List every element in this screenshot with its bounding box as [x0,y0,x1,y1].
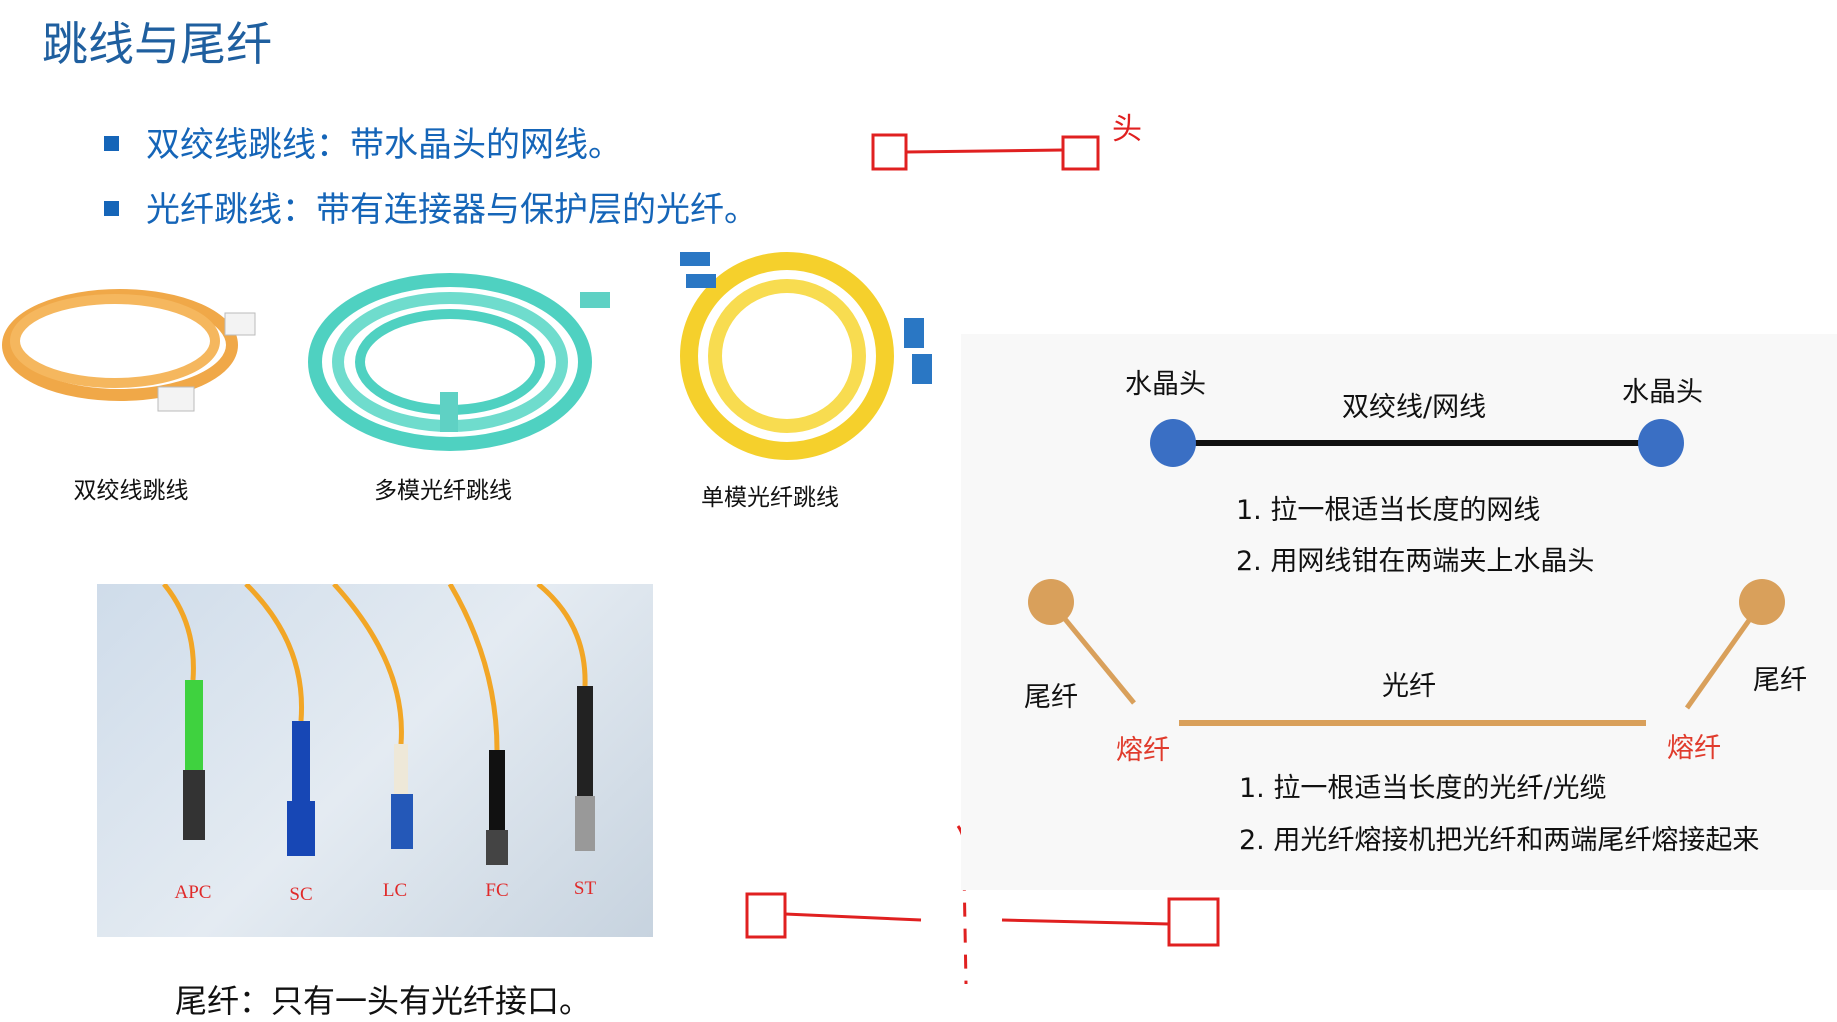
cable-label: 双绞线/网线 [1342,392,1487,423]
cable-step-2: 2. 用网线钳在两端夹上水晶头 [1236,546,1595,577]
pigtail-dot-right [1739,579,1785,625]
splice-right-label: 熔纤 [1667,733,1721,764]
connector-label-apc: APC [174,882,212,903]
pigtail-caption: 尾纤：只有一头有光纤接口。 [175,982,592,1020]
rj45-left-label: 水晶头 [1125,369,1206,400]
fiber-label: 光纤 [1382,671,1436,702]
rj45-right-label: 水晶头 [1622,377,1703,408]
page-title: 跳线与尾纤 [42,17,272,71]
connector-label-fc: FC [485,880,509,901]
splice-left-label: 熔纤 [1116,735,1170,766]
twisted-pair-cable-image [2,289,256,412]
rj45-dot-right [1638,419,1684,467]
annotation-head-label: 头 [1112,112,1142,147]
connector-label-lc: LC [382,880,408,901]
rj45-dot-left [1150,419,1196,467]
connector-label-st: ST [573,878,597,899]
bullet-marker [104,136,119,151]
bullet-marker [104,201,119,216]
pigtail-photo: APC SC LC FC ST [97,584,653,937]
bullet-twisted-pair: 双绞线跳线：带水晶头的网线。 [146,125,622,165]
singlemode-caption: 单模光纤跳线 [701,485,839,511]
fiber-step-2: 2. 用光纤熔接机把光纤和两端尾纤熔接起来 [1239,825,1760,856]
pigtail-right-label: 尾纤 [1753,665,1807,696]
twisted-pair-caption: 双绞线跳线 [73,478,189,504]
singlemode-fiber-image [680,252,932,460]
connector-label-sc: SC [289,884,313,905]
multimode-fiber-image [308,273,610,451]
pigtail-left-label: 尾纤 [1024,682,1078,713]
cable-step-1: 1. 拉一根适当长度的网线 [1236,495,1541,526]
multimode-caption: 多模光纤跳线 [374,478,512,504]
bullet-fiber-patch: 光纤跳线：带有连接器与保护层的光纤。 [146,190,758,230]
pigtail-dot-left [1028,579,1074,625]
diagram-panel [961,334,1837,890]
fiber-step-1: 1. 拉一根适当长度的光纤/光缆 [1239,773,1607,804]
